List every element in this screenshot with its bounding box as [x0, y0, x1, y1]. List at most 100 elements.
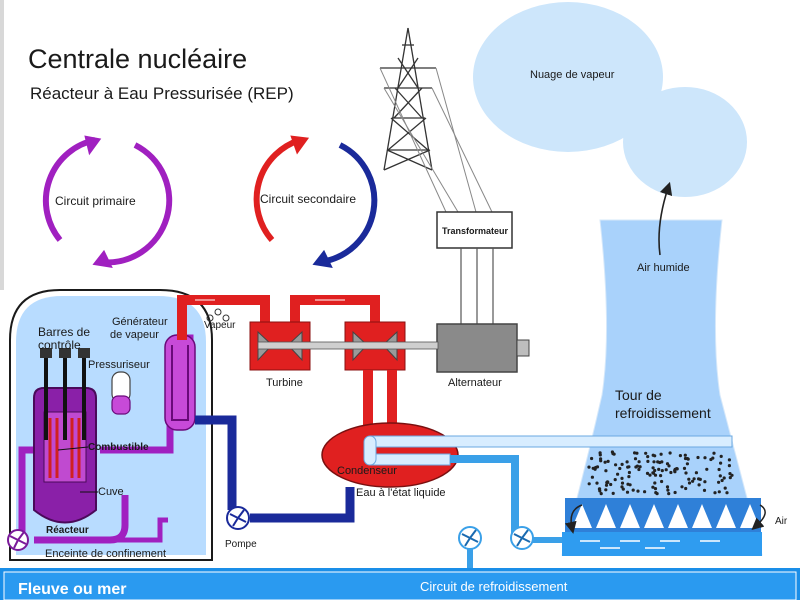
cooling-pipe-bend: [363, 435, 377, 466]
transformer-label: Transformateur: [442, 226, 509, 236]
spray-dot: [590, 475, 595, 479]
spray-dot: [658, 460, 662, 465]
reactor-label: Réacteur: [46, 525, 89, 536]
river-label: Fleuve ou mer: [18, 581, 126, 598]
spray-dot: [682, 466, 687, 470]
spray-dot: [691, 479, 695, 483]
spray-dot: [631, 488, 635, 492]
spray-dot: [703, 480, 707, 484]
spray-dot: [702, 488, 707, 492]
spray-dot: [678, 454, 683, 458]
spray-dot: [687, 477, 691, 481]
spray-dot: [620, 476, 624, 480]
spray-dot: [653, 487, 658, 491]
left-border: [0, 0, 4, 290]
spray-dot: [728, 476, 732, 480]
spray-dot: [686, 457, 690, 461]
spray-dot: [616, 472, 620, 476]
spray-dot: [620, 485, 624, 489]
spray-dot: [664, 468, 668, 472]
spray-dot: [651, 471, 655, 475]
steam-generator-label-1: Générateur: [112, 316, 168, 328]
spray-dot: [720, 478, 724, 483]
spray-dot: [669, 470, 673, 475]
fuel-pointer: [57, 446, 89, 451]
cooling-pump-1-vanes: [461, 529, 479, 547]
spray-dot: [727, 464, 732, 468]
tower-fill-lattice: [572, 504, 760, 528]
vapor-cloud-large: [473, 2, 663, 152]
spray-dot: [651, 453, 655, 457]
spray-dot: [727, 458, 732, 462]
alternator: [436, 323, 518, 373]
spray-dot: [675, 467, 679, 471]
cooling-pipe-cold: [450, 455, 519, 540]
cooling-tower-label-1: Tour de: [615, 387, 662, 403]
cooling-circuit-label: Circuit de refroidissement: [420, 579, 568, 594]
spray-dot: [652, 460, 656, 464]
cooling-pipe-hot: [369, 435, 733, 448]
spray-dot: [609, 482, 613, 487]
spray-dot: [638, 465, 642, 469]
spray-dot: [627, 470, 632, 475]
spray-dot: [723, 486, 727, 490]
spray-dot: [633, 457, 638, 461]
spray-dot: [604, 469, 608, 473]
spray-dot: [713, 491, 717, 495]
condenser-label: Condenseur: [337, 465, 397, 477]
spray-dot: [673, 470, 677, 474]
spray-dot: [680, 485, 684, 489]
spray-dot: [644, 451, 648, 455]
spray-dot: [673, 490, 677, 495]
spray-dot: [725, 491, 729, 495]
tower-basin: [562, 532, 762, 556]
spray-dot: [705, 467, 709, 471]
spray-dot: [653, 473, 658, 477]
steam-pipe-crossover: [290, 295, 380, 322]
spray-dot: [613, 478, 617, 482]
transformer-wires: [460, 248, 494, 325]
power-lines: [379, 67, 493, 213]
alternator-hub: [516, 339, 530, 357]
spray-dot: [697, 483, 701, 487]
spray-dot: [696, 455, 700, 460]
spray-dot: [635, 451, 639, 455]
spray-dot: [653, 468, 657, 473]
spray-dot: [637, 460, 641, 464]
spray-dot: [657, 467, 661, 471]
spray-dot: [599, 459, 603, 463]
spray-dot: [594, 465, 598, 470]
spray-dot: [717, 480, 721, 484]
secondary-cycle-label: Circuit secondaire: [260, 192, 356, 206]
basin-ripples: [580, 540, 720, 549]
air-inlet-arrow-left: [564, 504, 583, 534]
spray-dot: [653, 481, 657, 485]
spray-dot: [637, 467, 641, 472]
fuel-label: Combustible: [88, 442, 149, 453]
spray-dot: [719, 454, 723, 458]
steam-label: Vapeur: [204, 320, 236, 331]
cooling-pipe-loop: [369, 453, 451, 466]
feedwater-pipe-return: [250, 487, 355, 523]
spray-dot: [598, 453, 602, 457]
spray-dot: [625, 460, 629, 464]
spray-dot: [703, 456, 707, 460]
spray-dot: [610, 450, 615, 454]
alternator-label: Alternateur: [448, 377, 502, 389]
feedwater-pipe-up: [195, 415, 237, 510]
spray-dot: [665, 462, 670, 466]
spray-dot: [595, 481, 599, 485]
spray-dot: [636, 489, 640, 493]
spray-dot: [620, 462, 624, 466]
spray-dot: [709, 457, 713, 462]
spray-dot: [587, 482, 591, 486]
steam-pipe-main: [177, 295, 270, 340]
spray-dot: [605, 480, 610, 484]
spray-dot: [665, 485, 670, 489]
spray-dot: [591, 466, 595, 470]
spray-dot: [597, 487, 602, 491]
pump-label: Pompe: [225, 539, 257, 550]
spray-dot: [667, 492, 671, 496]
spray-dot: [614, 463, 618, 467]
spray-dot: [611, 491, 615, 495]
